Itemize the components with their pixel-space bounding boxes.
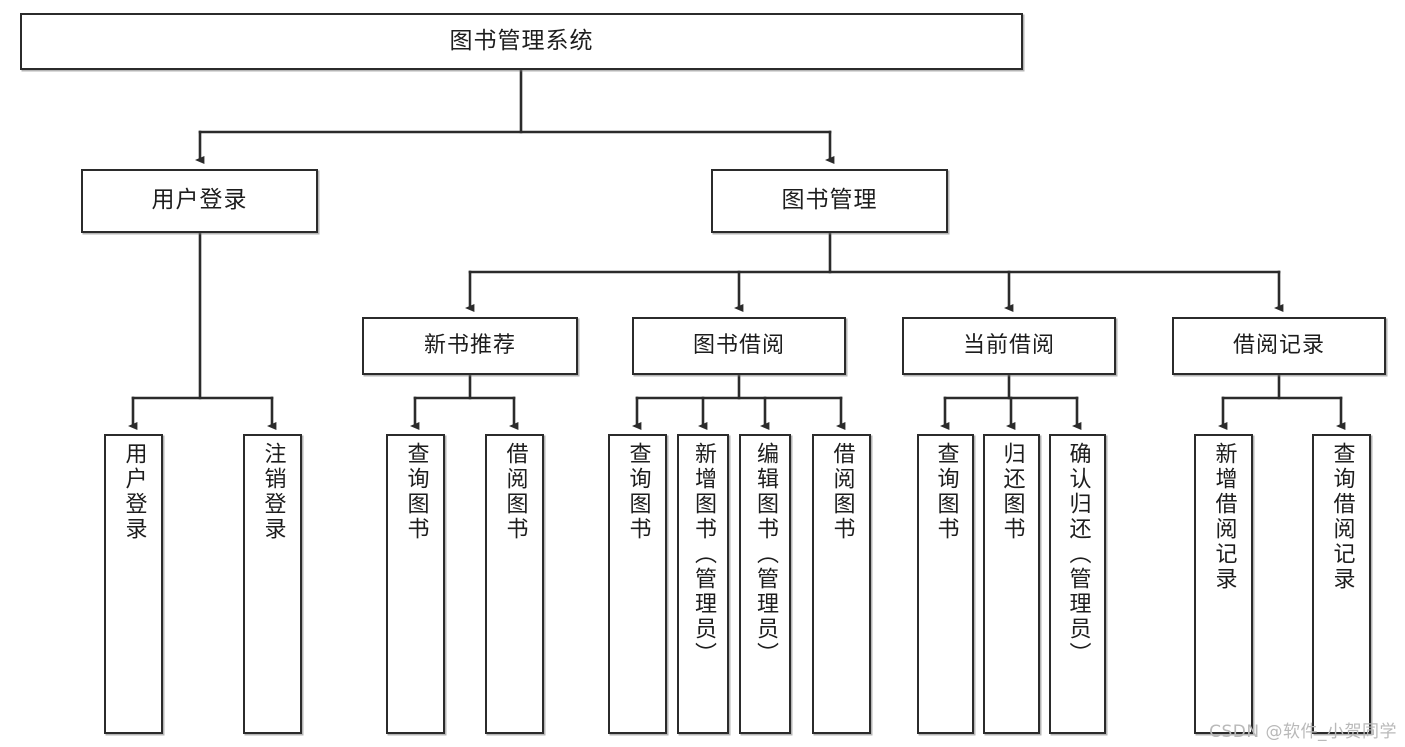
leaf-user-login[interactable]: 用户登录 — [104, 434, 163, 734]
node-label: 编辑图书（管理员） — [752, 442, 778, 667]
node-label: 图书管理系统 — [449, 27, 594, 54]
leaf-add-borrow-record[interactable]: 新增借阅记录 — [1194, 434, 1253, 734]
node-label: 查询借阅记录 — [1329, 442, 1355, 592]
node-label: 查询图书 — [403, 442, 429, 542]
node-label: 注销登录 — [260, 442, 286, 542]
node-label: 借阅图书 — [829, 442, 855, 542]
node-label: 新书推荐 — [423, 333, 516, 359]
node-label: 借阅记录 — [1232, 333, 1325, 359]
leaf-borrow-book-nb[interactable]: 借阅图书 — [485, 434, 544, 734]
node-book-borrow[interactable]: 图书借阅 — [632, 317, 846, 375]
leaf-add-book-admin[interactable]: 新增图书（管理员） — [677, 434, 729, 734]
node-label: 用户登录 — [151, 187, 248, 214]
leaf-borrow-book-bb[interactable]: 借阅图书 — [812, 434, 871, 734]
leaf-return-book[interactable]: 归还图书 — [983, 434, 1040, 734]
leaf-confirm-return-admin[interactable]: 确认归还（管理员） — [1049, 434, 1106, 734]
leaf-logout[interactable]: 注销登录 — [243, 434, 302, 734]
leaf-edit-book-admin[interactable]: 编辑图书（管理员） — [739, 434, 791, 734]
node-borrow-record[interactable]: 借阅记录 — [1172, 317, 1386, 375]
node-label: 新增借阅记录 — [1211, 442, 1237, 592]
node-label: 查询图书 — [625, 442, 651, 542]
node-user-login[interactable]: 用户登录 — [81, 169, 318, 233]
node-label: 确认归还（管理员） — [1065, 442, 1091, 667]
leaf-query-borrow-record[interactable]: 查询借阅记录 — [1312, 434, 1371, 734]
node-label: 查询图书 — [933, 442, 959, 542]
node-new-book-recommend[interactable]: 新书推荐 — [362, 317, 578, 375]
node-label: 图书借阅 — [692, 333, 785, 359]
watermark-text: CSDN @软件_小贺同学 — [1209, 722, 1397, 742]
node-book-management[interactable]: 图书管理 — [711, 169, 948, 233]
node-root-system[interactable]: 图书管理系统 — [20, 13, 1023, 70]
node-label: 借阅图书 — [502, 442, 528, 542]
leaf-query-book-cb[interactable]: 查询图书 — [917, 434, 974, 734]
leaf-query-book-bb[interactable]: 查询图书 — [608, 434, 667, 734]
node-label: 归还图书 — [999, 442, 1025, 542]
node-current-borrow[interactable]: 当前借阅 — [902, 317, 1116, 375]
node-label: 当前借阅 — [962, 333, 1055, 359]
node-label: 新增图书（管理员） — [690, 442, 716, 667]
leaf-query-book-nb[interactable]: 查询图书 — [386, 434, 445, 734]
node-label: 用户登录 — [121, 442, 147, 542]
node-label: 图书管理 — [781, 187, 878, 214]
